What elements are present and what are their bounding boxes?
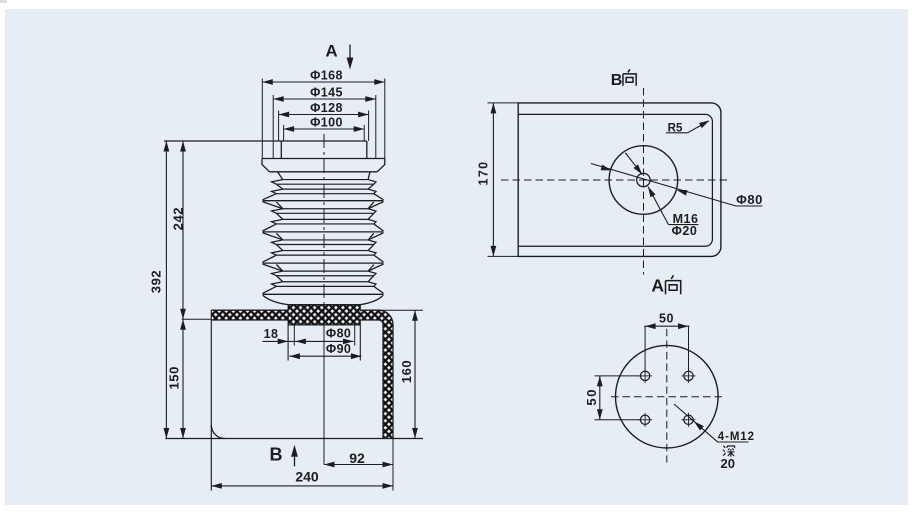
svg-text:A: A: [651, 276, 664, 296]
svg-text:M16: M16: [673, 212, 699, 226]
svg-text:A: A: [325, 42, 337, 61]
svg-text:150: 150: [166, 366, 181, 390]
svg-text:4-M12: 4-M12: [718, 431, 755, 443]
svg-text:50: 50: [659, 311, 674, 325]
svg-text:Φ80: Φ80: [326, 326, 351, 340]
svg-text:18: 18: [264, 327, 279, 341]
svg-text:242: 242: [170, 207, 185, 231]
svg-text:Φ168: Φ168: [310, 69, 343, 83]
svg-text:Φ20: Φ20: [672, 224, 698, 238]
svg-text:B: B: [270, 445, 283, 465]
svg-text:Φ145: Φ145: [310, 86, 343, 100]
svg-text:20: 20: [721, 456, 735, 471]
svg-text:160: 160: [399, 360, 414, 384]
svg-text:Φ80: Φ80: [736, 192, 763, 207]
svg-text:Φ100: Φ100: [310, 116, 343, 130]
svg-text:B: B: [611, 72, 623, 89]
svg-text:170: 170: [476, 160, 490, 185]
svg-text:50: 50: [584, 388, 599, 406]
svg-text:392: 392: [148, 270, 163, 294]
svg-text:240: 240: [295, 469, 319, 485]
svg-text:Φ128: Φ128: [310, 101, 343, 115]
svg-text:Φ90: Φ90: [326, 342, 351, 356]
svg-text:R5: R5: [668, 122, 683, 134]
svg-text:92: 92: [349, 450, 365, 466]
